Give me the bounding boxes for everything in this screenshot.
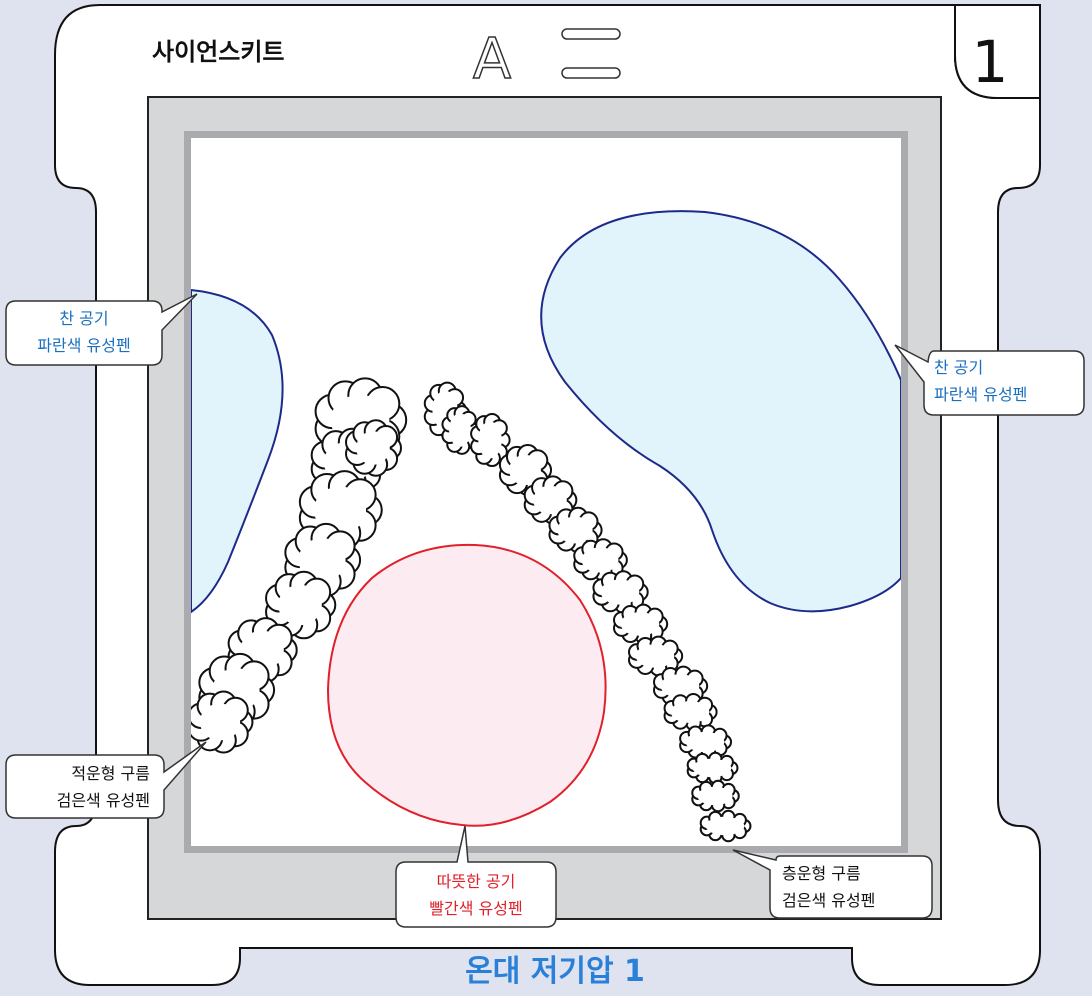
cumulus-cloud-puff-core — [298, 538, 346, 582]
callout-warm-air: 따뜻한 공기 빨간색 유성펜 — [395, 825, 557, 928]
callout-stratus-line1: 층운형 구름 — [782, 864, 861, 883]
stratus-cloud-puff-core — [600, 579, 640, 605]
cumulus-cloud-puff-core — [356, 431, 390, 465]
cold-air-left-region — [191, 288, 284, 614]
cumulus-cloud-puff-core — [313, 486, 367, 534]
slide-number: 1 — [972, 28, 1009, 96]
cumulus-cloud-puff-core — [199, 703, 241, 741]
warm-air-region — [326, 543, 607, 827]
callout-cold-left-line1: 찬 공기 — [59, 309, 108, 328]
stratus-cloud-puff-core — [509, 454, 541, 486]
callout-cold-air-left: 찬 공기 파란색 유성펜 — [5, 293, 198, 366]
stratus-cloud-puff-core — [557, 516, 593, 544]
callout-stratus-line2: 검은색 유성펜 — [782, 891, 875, 910]
callout-cold-air-right: 찬 공기 파란색 유성펜 — [894, 344, 1085, 416]
stratus-cloud-puff-core — [685, 731, 725, 753]
callout-cold-left-line2: 파란색 유성펜 — [37, 336, 130, 355]
stratus-cloud-puff-core — [533, 485, 567, 515]
brand-name: 사이언스키트 — [152, 38, 284, 66]
stratus-cloud-puff-core — [620, 612, 660, 636]
callout-warm-line1: 따뜻한 공기 — [437, 872, 516, 891]
cumulus-cloud-band — [191, 377, 408, 754]
stratus-cloud-puff-core — [705, 816, 745, 836]
equals-mark — [561, 28, 621, 79]
stratus-cloud-puff-core — [697, 786, 733, 806]
stratus-cloud-puff-core — [449, 413, 471, 447]
callout-cumulus-line2: 검은색 유성펜 — [57, 791, 150, 810]
callout-cumulus-cloud: 적운형 구름 검은색 유성펜 — [5, 741, 207, 819]
cold-air-right-region — [540, 210, 901, 613]
stratus-cloud-puff-core — [692, 758, 732, 778]
callout-cumulus-line1: 적운형 구름 — [71, 764, 150, 783]
stratus-cloud-puff-core — [670, 701, 710, 723]
cumulus-cloud-puff-core — [278, 584, 322, 626]
stratus-cloud-puff-core — [660, 674, 700, 698]
stratus-cloud-band — [423, 381, 752, 843]
footer-title: 온대 저기압 1 — [465, 954, 645, 989]
callout-warm-line2: 빨간색 유성펜 — [429, 899, 522, 918]
callout-cold-right-line2: 파란색 유성펜 — [934, 385, 1027, 404]
stratus-cloud-puff-core — [478, 421, 502, 459]
callout-cold-right-line1: 찬 공기 — [934, 358, 983, 377]
stratus-cloud-puff-core — [581, 547, 619, 573]
callout-stratus-cloud: 층운형 구름 검은색 유성펜 — [732, 849, 933, 919]
stratus-cloud-puff-core — [635, 644, 675, 668]
letter-mark: A — [473, 27, 511, 92]
